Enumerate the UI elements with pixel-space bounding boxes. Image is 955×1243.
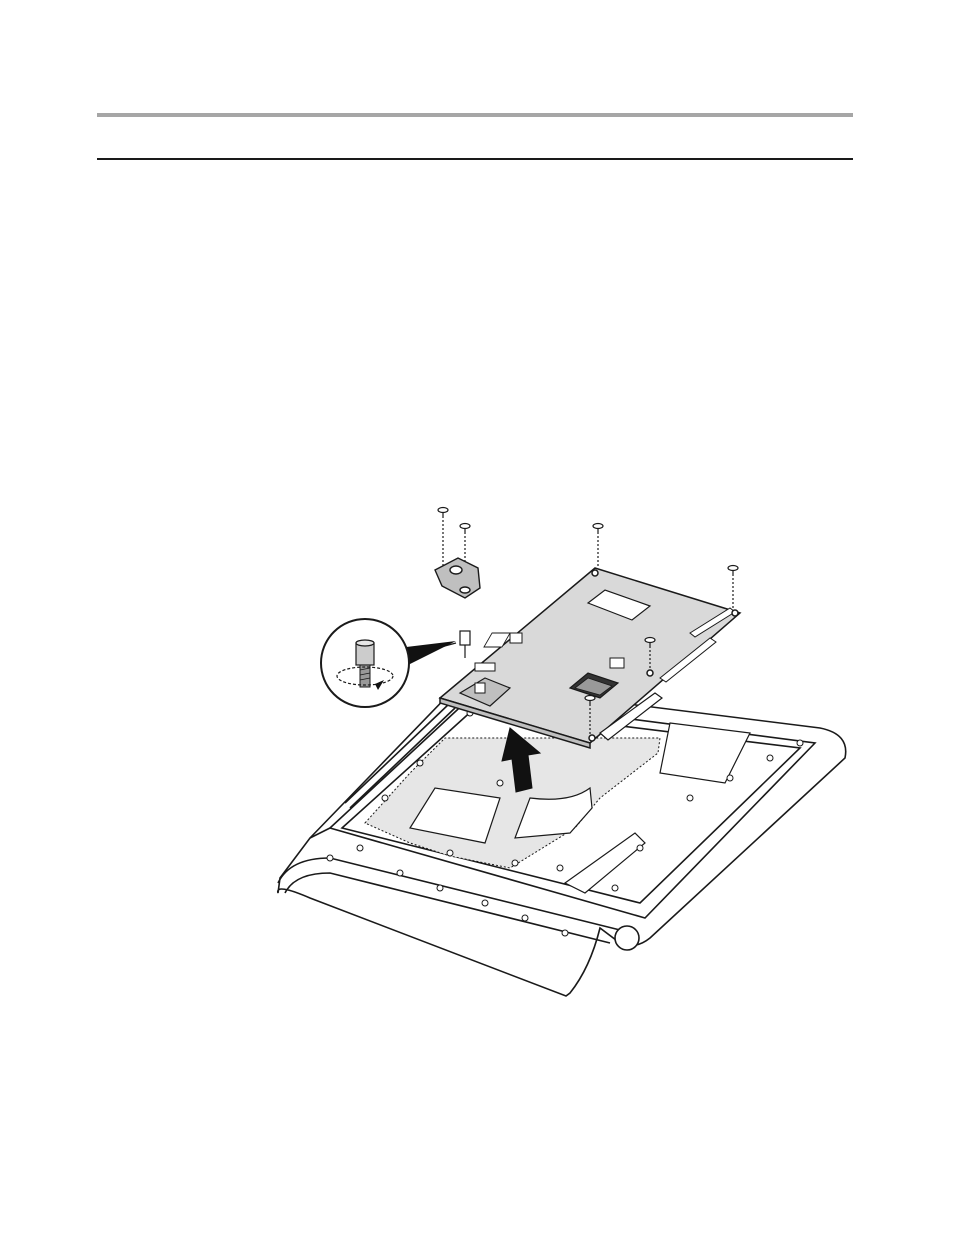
board-bracket <box>435 558 480 598</box>
screw-icon <box>728 566 738 611</box>
screw-icon <box>438 508 448 569</box>
header-rule-bottom <box>97 158 853 160</box>
hex-standoff <box>460 631 470 658</box>
header-rule-top <box>97 113 853 117</box>
screw-icon <box>593 524 603 569</box>
standoff-callout <box>321 619 456 707</box>
system-board-removal-illustration <box>270 498 860 998</box>
